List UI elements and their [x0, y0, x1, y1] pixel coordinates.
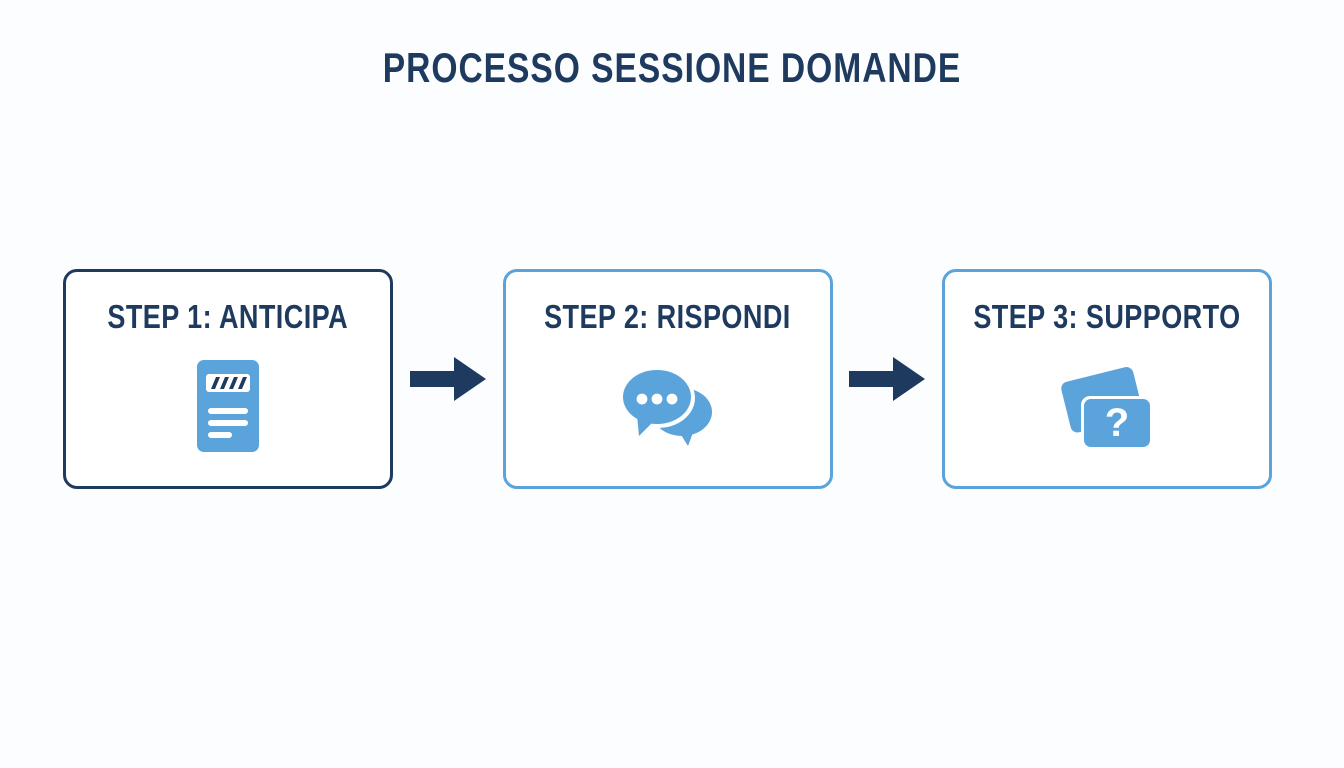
step-card-3-icon-wrap: ?: [945, 336, 1269, 486]
question-cards-icon: ?: [1055, 360, 1159, 457]
step-card-1-title: STEP 1: ANTICIPA: [107, 298, 349, 335]
arrow-right-icon: [849, 355, 926, 403]
step-card-1[interactable]: STEP 1: ANTICIPA: [63, 269, 393, 489]
arrow-right-icon: [409, 355, 486, 403]
svg-text:?: ?: [1105, 401, 1129, 445]
step-card-3-title: STEP 3: SUPPORTO: [973, 298, 1241, 335]
speech-bubbles-icon: [620, 364, 716, 453]
step-card-1-icon-wrap: [66, 336, 390, 486]
step-card-2-icon-wrap: [506, 336, 830, 486]
step-card-3[interactable]: STEP 3: SUPPORTO ?: [942, 269, 1272, 489]
flow-connector-2: [833, 268, 943, 490]
document-icon: [197, 359, 259, 457]
step-card-2[interactable]: STEP 2: RISPONDI: [502, 269, 833, 489]
process-flow: STEP 1: ANTICIPA: [63, 268, 1272, 490]
step-card-2-title: STEP 2: RISPONDI: [544, 298, 791, 335]
flow-connector-1: [393, 268, 503, 490]
page-title: PROCESSO SESSIONE DOMANDE: [382, 44, 962, 91]
